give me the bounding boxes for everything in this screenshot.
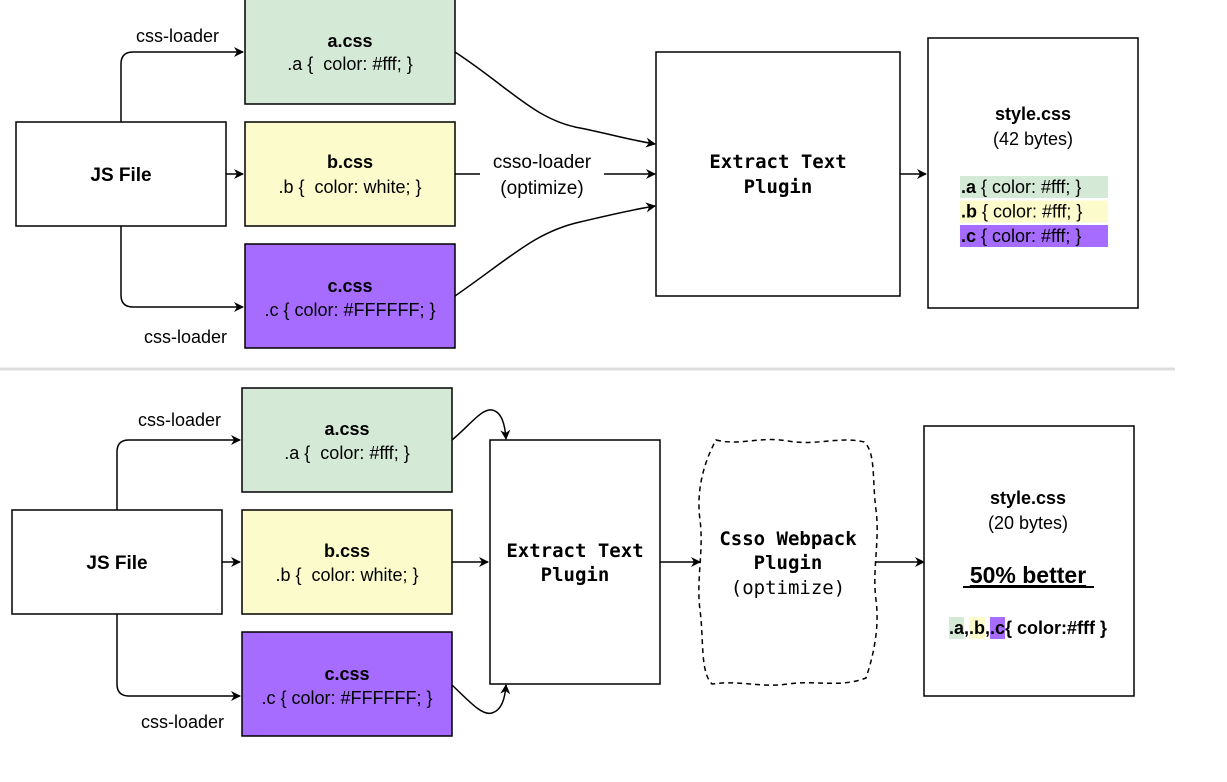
top-edge-a-to-extract [454, 51, 656, 148]
bottom-b-css-box [241, 509, 453, 615]
top-c-css-box [244, 243, 456, 349]
top-csso-loader-label-bg [480, 150, 604, 202]
bottom-edge-js-to-c [116, 614, 241, 701]
top-csso-loader-sublabel: (optimize) [500, 178, 583, 199]
top-csso-loader-label: csso-loader [493, 152, 592, 173]
bottom-output-size: (20 bytes) [988, 513, 1068, 533]
top-a-css-code: .a { color: #fff; } [287, 54, 412, 74]
bottom-merged-part: .c [990, 618, 1005, 638]
top-edge-js-to-a [120, 47, 244, 122]
top-js-file-label: JS File [90, 165, 151, 186]
top-output-rule: .a { color: #fff; } [961, 177, 1081, 197]
top-c-css-title: c.css [327, 276, 372, 296]
top-css-loader-label-a: css-loader [136, 26, 219, 46]
bottom-a-css-box [241, 387, 453, 493]
bottom-csso-plugin-note: (optimize) [731, 577, 845, 599]
bottom-edge-a-to-extract [451, 409, 511, 441]
bottom-extract-plugin-box [489, 439, 661, 685]
bottom-c-css-box [241, 631, 453, 737]
top-output-rule-highlight [960, 200, 1108, 223]
bottom-csso-plugin-subtitle: Plugin [754, 552, 823, 574]
bottom-edge-js-to-a [116, 435, 241, 510]
bottom-js-file-label: JS File [86, 553, 147, 574]
bottom-output-box [923, 425, 1135, 697]
top-output-size: (42 bytes) [993, 129, 1073, 149]
top-b-css-title: b.css [327, 152, 373, 172]
bottom-css-loader-label-a: css-loader [138, 410, 221, 430]
top-css-loader-label-c: css-loader [144, 327, 227, 347]
top-extract-plugin-title: Extract Text [709, 151, 846, 173]
top-edge-js-to-c [120, 226, 244, 312]
bottom-merged-part: { color:#fff } [1005, 618, 1107, 638]
top-b-css-code: .b { color: white; } [278, 177, 421, 197]
top-js-file-box [15, 121, 227, 227]
top-output-rule-highlight [960, 225, 1108, 247]
bottom-edge-c-to-extract [451, 684, 511, 715]
bottom-merged-part: .a [949, 618, 965, 638]
bottom-merged-highlight [968, 617, 985, 639]
bottom-b-css-title: b.css [324, 541, 370, 561]
top-output-rule: .c { color: #fff; } [961, 226, 1081, 246]
top-output-title: style.css [995, 104, 1071, 124]
bottom-c-css-code: .c { color: #FFFFFF; } [261, 688, 432, 708]
bottom-output-merged-rule: .a,.b,.c{ color:#fff } [948, 617, 1107, 639]
bottom-c-css-title: c.css [324, 664, 369, 684]
bottom-merged-highlight [990, 617, 1006, 639]
bottom-csso-plugin-title: Csso Webpack [719, 528, 857, 550]
top-output-rules: .a { color: #fff; } .b { color: #fff; } .c… [960, 176, 1108, 247]
bottom-merged-part: , [985, 618, 990, 638]
bottom-js-file-box [11, 509, 223, 615]
bottom-a-css-title: a.css [324, 419, 369, 439]
bottom-csso-plugin-box [698, 438, 878, 686]
top-output-rule: .b { color: #fff; } [961, 202, 1082, 222]
top-diagram: JS File css-loader css-loader a.css .a {… [15, 0, 1139, 349]
bottom-b-css-code: .b { color: white; } [275, 565, 418, 585]
top-output-box [927, 37, 1139, 309]
bottom-output-title: style.css [990, 488, 1066, 508]
bottom-extract-plugin-subtitle: Plugin [541, 564, 610, 586]
top-extract-plugin-subtitle: Plugin [744, 176, 813, 198]
top-b-css-box [244, 121, 456, 227]
bottom-a-css-code: .a { color: #fff; } [284, 443, 409, 463]
top-a-css-box [244, 0, 456, 105]
bottom-merged-part: .b [969, 618, 985, 638]
bottom-output-improvement: 50% better [970, 562, 1086, 588]
top-a-css-title: a.css [327, 31, 372, 51]
top-edge-c-to-extract [454, 202, 656, 297]
top-extract-plugin-box [655, 51, 901, 297]
top-output-rule-highlight [960, 176, 1108, 198]
bottom-diagram: JS File css-loader css-loader a.css .a {… [11, 387, 1135, 737]
bottom-merged-highlight [948, 617, 964, 639]
bottom-extract-plugin-title: Extract Text [506, 540, 643, 562]
top-c-css-code: .c { color: #FFFFFF; } [264, 300, 435, 320]
bottom-merged-part: , [964, 618, 969, 638]
bottom-css-loader-label-c: css-loader [141, 712, 224, 732]
